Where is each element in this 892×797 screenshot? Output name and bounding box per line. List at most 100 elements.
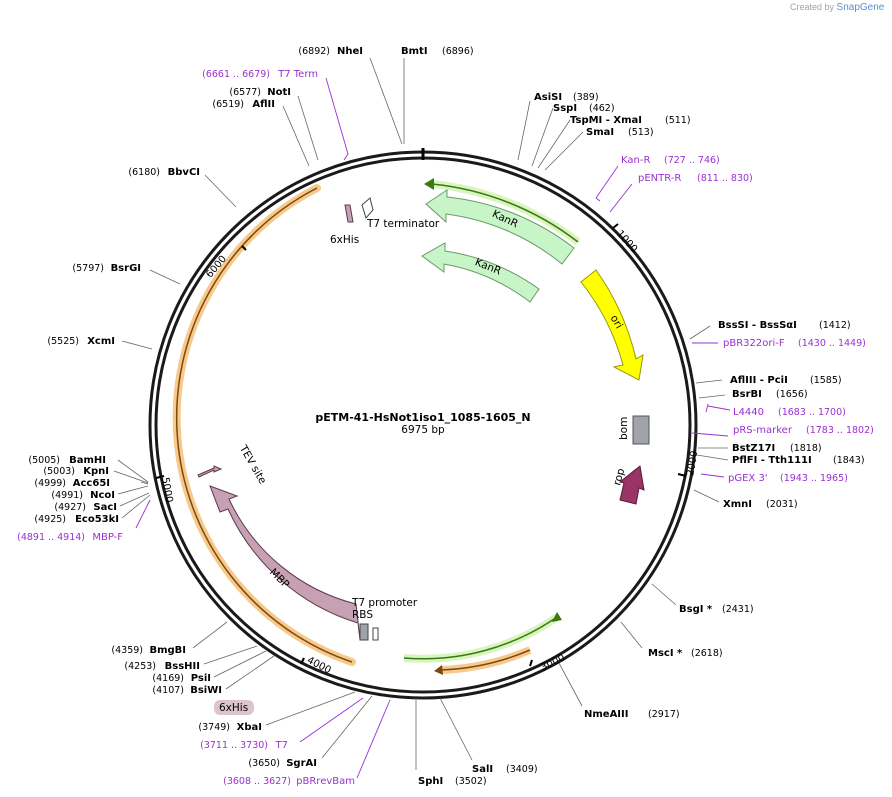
site-psii[interactable]: (4169) PsiI bbox=[152, 673, 211, 684]
primer-l4440[interactable]: L4440 (1683 .. 1700) bbox=[733, 407, 846, 418]
rbs-label: RBS bbox=[352, 609, 373, 621]
site-pflfi-pos: (1843) bbox=[833, 455, 865, 466]
mbp-arrow bbox=[209, 485, 361, 641]
site-afliii-pos: (1585) bbox=[810, 375, 842, 386]
primer-pbrrev[interactable]: (3608 .. 3627) pBRrevBam bbox=[223, 776, 355, 787]
site-sgrai[interactable]: (3650) SgrAI bbox=[248, 758, 317, 769]
tick-3000: 3000 bbox=[529, 653, 567, 674]
orf-band-left bbox=[172, 184, 356, 666]
site-bamhi-name: BamHI bbox=[69, 455, 106, 466]
site-bstz17i[interactable]: BstZ17I (1818) bbox=[732, 443, 822, 454]
site-sgrai-name: SgrAI bbox=[286, 758, 317, 769]
site-ncoi[interactable]: (4991) NcoI bbox=[51, 490, 115, 501]
primer-kanr-pos: (727 .. 746) bbox=[664, 155, 720, 166]
site-kpni[interactable]: (5003) KpnI bbox=[43, 466, 109, 477]
t7-promoter-glyph bbox=[359, 623, 369, 641]
site-xcmi[interactable]: (5525) XcmI bbox=[47, 336, 115, 347]
site-bsgi[interactable]: BsgI * (2431) bbox=[679, 604, 754, 615]
site-aflii[interactable]: (6519) AflII bbox=[212, 99, 275, 110]
orf-band-bottom-orange-line bbox=[439, 649, 531, 671]
site-sspi[interactable]: SspI (462) bbox=[553, 103, 615, 114]
rop-label: rop bbox=[611, 467, 627, 487]
primer-kanr[interactable]: Kan-R (727 .. 746) bbox=[621, 155, 720, 166]
credit-text: Created by bbox=[790, 2, 835, 12]
site-pflfi[interactable]: PflFI - Tth111I (1843) bbox=[732, 455, 865, 466]
snapgene-credit: Created by SnapGene bbox=[790, 2, 884, 13]
site-tspmi-name: TspMI - XmaI bbox=[570, 115, 642, 126]
site-xbai[interactable]: (3749) XbaI bbox=[198, 722, 262, 733]
site-bmti-pos: (6896) bbox=[442, 46, 474, 57]
site-psii-pos: (4169) bbox=[152, 673, 184, 684]
site-bbvci[interactable]: (6180) BbvCI bbox=[128, 167, 200, 178]
tick-label-2000: 2000 bbox=[685, 450, 700, 477]
tick-2000: 2000 bbox=[677, 450, 700, 477]
tick-5000: 5000 bbox=[155, 475, 174, 504]
site-asisi-pos: (389) bbox=[573, 92, 599, 103]
primer-pbr322[interactable]: pBR322ori-F (1430 .. 1449) bbox=[723, 338, 866, 349]
primer-pgex3-name: pGEX 3' bbox=[728, 473, 768, 484]
site-kpni-name: KpnI bbox=[83, 466, 109, 477]
site-msci[interactable]: MscI * (2618) bbox=[648, 648, 723, 659]
kanr-inner-arrow bbox=[421, 242, 540, 303]
site-nhei[interactable]: (6892) NheI bbox=[298, 46, 363, 57]
site-bmti[interactable]: BmtI (6896) bbox=[401, 46, 474, 57]
site-eco53ki[interactable]: (4925) Eco53kI bbox=[34, 514, 119, 525]
rop-arrow bbox=[618, 465, 645, 505]
site-bsssi-name: BssSI - BssSαI bbox=[718, 320, 797, 331]
site-asisi[interactable]: AsiSI (389) bbox=[534, 92, 599, 103]
tick-label-5000: 5000 bbox=[159, 477, 174, 504]
site-noti[interactable]: (6577) NotI bbox=[229, 87, 291, 98]
primer-prs[interactable]: pRS-marker (1783 .. 1802) bbox=[733, 425, 874, 436]
site-msci-pos: (2618) bbox=[691, 648, 723, 659]
site-acc65i[interactable]: (4999) Acc65I bbox=[34, 478, 110, 489]
site-aflii-name: AflII bbox=[252, 99, 275, 110]
site-bsrbi[interactable]: BsrBI (1656) bbox=[732, 389, 808, 400]
site-nhei-name: NheI bbox=[337, 46, 363, 57]
site-bamhi[interactable]: (5005) BamHI bbox=[28, 455, 106, 466]
site-bmgbi-pos: (4359) bbox=[111, 645, 143, 656]
orf-top-green-arrowhead bbox=[424, 178, 434, 190]
site-bsshii[interactable]: (4253) BssHII bbox=[124, 661, 200, 672]
site-xbai-pos: (3749) bbox=[198, 722, 230, 733]
site-sphi[interactable]: SphI (3502) bbox=[418, 776, 487, 787]
site-xcmi-pos: (5525) bbox=[47, 336, 79, 347]
primer-pbr322-pos: (1430 .. 1449) bbox=[798, 338, 866, 349]
site-bsshii-pos: (4253) bbox=[124, 661, 156, 672]
site-sali[interactable]: SalI (3409) bbox=[472, 764, 538, 775]
map-title: pETM-41-HsNot1iso1_1085-1605_N bbox=[315, 411, 530, 424]
site-afliii-name: AflIII - PciI bbox=[730, 375, 788, 386]
his6-top-label: 6xHis bbox=[330, 234, 359, 246]
his6-tag-label: 6xHis bbox=[219, 702, 248, 714]
site-bsrgi[interactable]: (5797) BsrGI bbox=[72, 263, 141, 274]
primer-mbpf[interactable]: (4891 .. 4914) MBP-F bbox=[17, 532, 123, 543]
site-afliii[interactable]: AflIII - PciI (1585) bbox=[730, 375, 842, 386]
site-ncoi-pos: (4991) bbox=[51, 490, 83, 501]
primer-pentr[interactable]: pENTR-R (811 .. 830) bbox=[638, 173, 753, 184]
site-acc65i-pos: (4999) bbox=[34, 478, 66, 489]
site-bsiwi[interactable]: (4107) BsiWI bbox=[152, 685, 222, 696]
site-xmni[interactable]: XmnI (2031) bbox=[723, 499, 798, 510]
site-tspmi[interactable]: TspMI - XmaI (511) bbox=[570, 115, 691, 126]
primer-mbpf-pos: (4891 .. 4914) bbox=[17, 532, 85, 543]
orf-band-bottom-green bbox=[403, 613, 560, 663]
site-saci-pos: (4927) bbox=[54, 502, 86, 513]
ori-arrow bbox=[580, 269, 644, 381]
site-bsssi[interactable]: BssSI - BssSαI (1412) bbox=[718, 320, 851, 331]
site-msci-name: MscI * bbox=[648, 648, 683, 659]
site-smai-pos: (513) bbox=[628, 127, 654, 138]
bom-box bbox=[632, 415, 650, 445]
site-nmeaiii[interactable]: NmeAIII (2917) bbox=[584, 709, 680, 720]
site-bmgbi[interactable]: (4359) BmgBI bbox=[111, 645, 186, 656]
site-leader-lines bbox=[113, 57, 729, 770]
site-saci[interactable]: (4927) SacI bbox=[54, 502, 117, 513]
t7-terminator-glyph bbox=[361, 197, 374, 220]
site-smai[interactable]: SmaI (513) bbox=[586, 127, 654, 138]
primer-pbrrev-pos: (3608 .. 3627) bbox=[223, 776, 291, 787]
primer-pgex3[interactable]: pGEX 3' (1943 .. 1965) bbox=[728, 473, 848, 484]
site-psii-name: PsiI bbox=[191, 673, 211, 684]
site-bstz17i-pos: (1818) bbox=[790, 443, 822, 454]
primer-t7[interactable]: (3711 .. 3730) T7 bbox=[200, 740, 288, 751]
site-bsrgi-pos: (5797) bbox=[72, 263, 104, 274]
primer-t7term[interactable]: (6661 .. 6679) T7 Term bbox=[202, 69, 318, 80]
